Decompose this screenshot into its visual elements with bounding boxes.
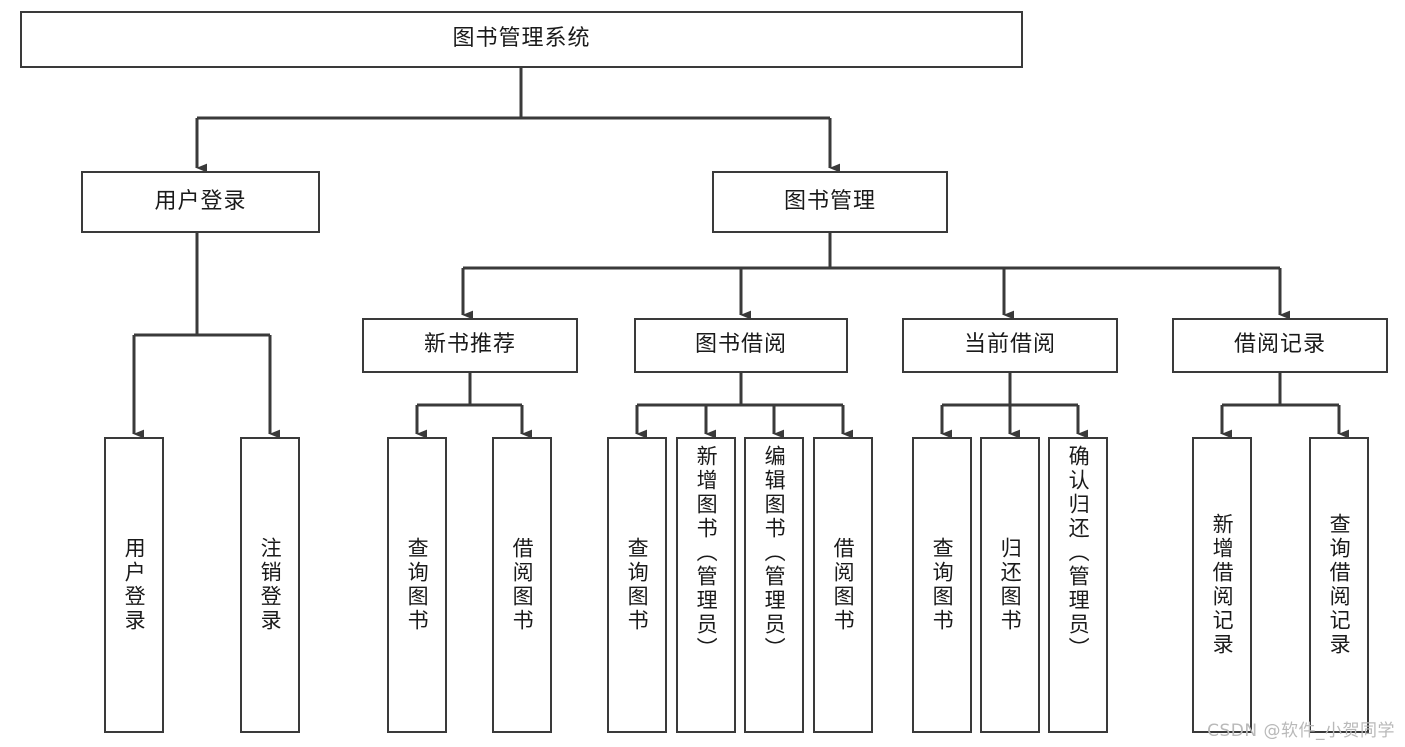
leaf-br-add-record-label: 新增借阅记录 [1210, 513, 1235, 657]
node-root-system[interactable]: 图书管理系统 [20, 11, 1023, 68]
node-user-login[interactable]: 用户登录 [81, 171, 320, 233]
leaf-user-login[interactable]: 用户登录 [104, 437, 164, 733]
leaf-nb-borrow-book-label: 借阅图书 [510, 537, 535, 633]
leaf-logout-label: 注销登录 [258, 537, 283, 633]
leaf-bb-query-book[interactable]: 查询图书 [607, 437, 667, 733]
node-book-manage[interactable]: 图书管理 [712, 171, 948, 233]
node-borrow-record[interactable]: 借阅记录 [1172, 318, 1388, 373]
node-user-login-label: 用户登录 [154, 188, 247, 214]
leaf-bb-query-book-label: 查询图书 [625, 537, 650, 633]
leaf-cb-query-book[interactable]: 查询图书 [912, 437, 972, 733]
node-book-borrow-label: 图书借阅 [694, 332, 787, 358]
node-new-book-recommend-label: 新书推荐 [423, 332, 516, 358]
leaf-bb-edit-book-label: 编辑图书（管理员） [762, 445, 787, 661]
csdn-watermark: CSDN @软件_小贺同学 [1207, 721, 1395, 741]
leaf-nb-query-book[interactable]: 查询图书 [387, 437, 447, 733]
leaf-cb-confirm-return[interactable]: 确认归还（管理员） [1048, 437, 1108, 733]
leaf-br-query-record[interactable]: 查询借阅记录 [1309, 437, 1369, 733]
leaf-cb-return-book-label: 归还图书 [998, 537, 1023, 633]
leaf-logout[interactable]: 注销登录 [240, 437, 300, 733]
leaf-cb-return-book[interactable]: 归还图书 [980, 437, 1040, 733]
leaf-br-query-record-label: 查询借阅记录 [1327, 513, 1352, 657]
node-book-borrow[interactable]: 图书借阅 [634, 318, 848, 373]
leaf-bb-edit-book[interactable]: 编辑图书（管理员） [744, 437, 804, 733]
node-book-manage-label: 图书管理 [783, 188, 876, 214]
leaf-user-login-label: 用户登录 [122, 537, 147, 633]
leaf-bb-borrow-book-label: 借阅图书 [831, 537, 856, 633]
leaf-bb-borrow-book[interactable]: 借阅图书 [813, 437, 873, 733]
leaf-br-add-record[interactable]: 新增借阅记录 [1192, 437, 1252, 733]
node-current-borrow-label: 当前借阅 [963, 332, 1056, 358]
leaf-bb-add-book-label: 新增图书（管理员） [694, 445, 719, 661]
node-current-borrow[interactable]: 当前借阅 [902, 318, 1118, 373]
leaf-nb-borrow-book[interactable]: 借阅图书 [492, 437, 552, 733]
node-new-book-recommend[interactable]: 新书推荐 [362, 318, 578, 373]
node-borrow-record-label: 借阅记录 [1233, 332, 1326, 358]
leaf-bb-add-book[interactable]: 新增图书（管理员） [676, 437, 736, 733]
node-root-system-label: 图书管理系统 [452, 26, 591, 52]
leaf-cb-query-book-label: 查询图书 [930, 537, 955, 633]
leaf-nb-query-book-label: 查询图书 [405, 537, 430, 633]
leaf-cb-confirm-return-label: 确认归还（管理员） [1066, 445, 1091, 661]
